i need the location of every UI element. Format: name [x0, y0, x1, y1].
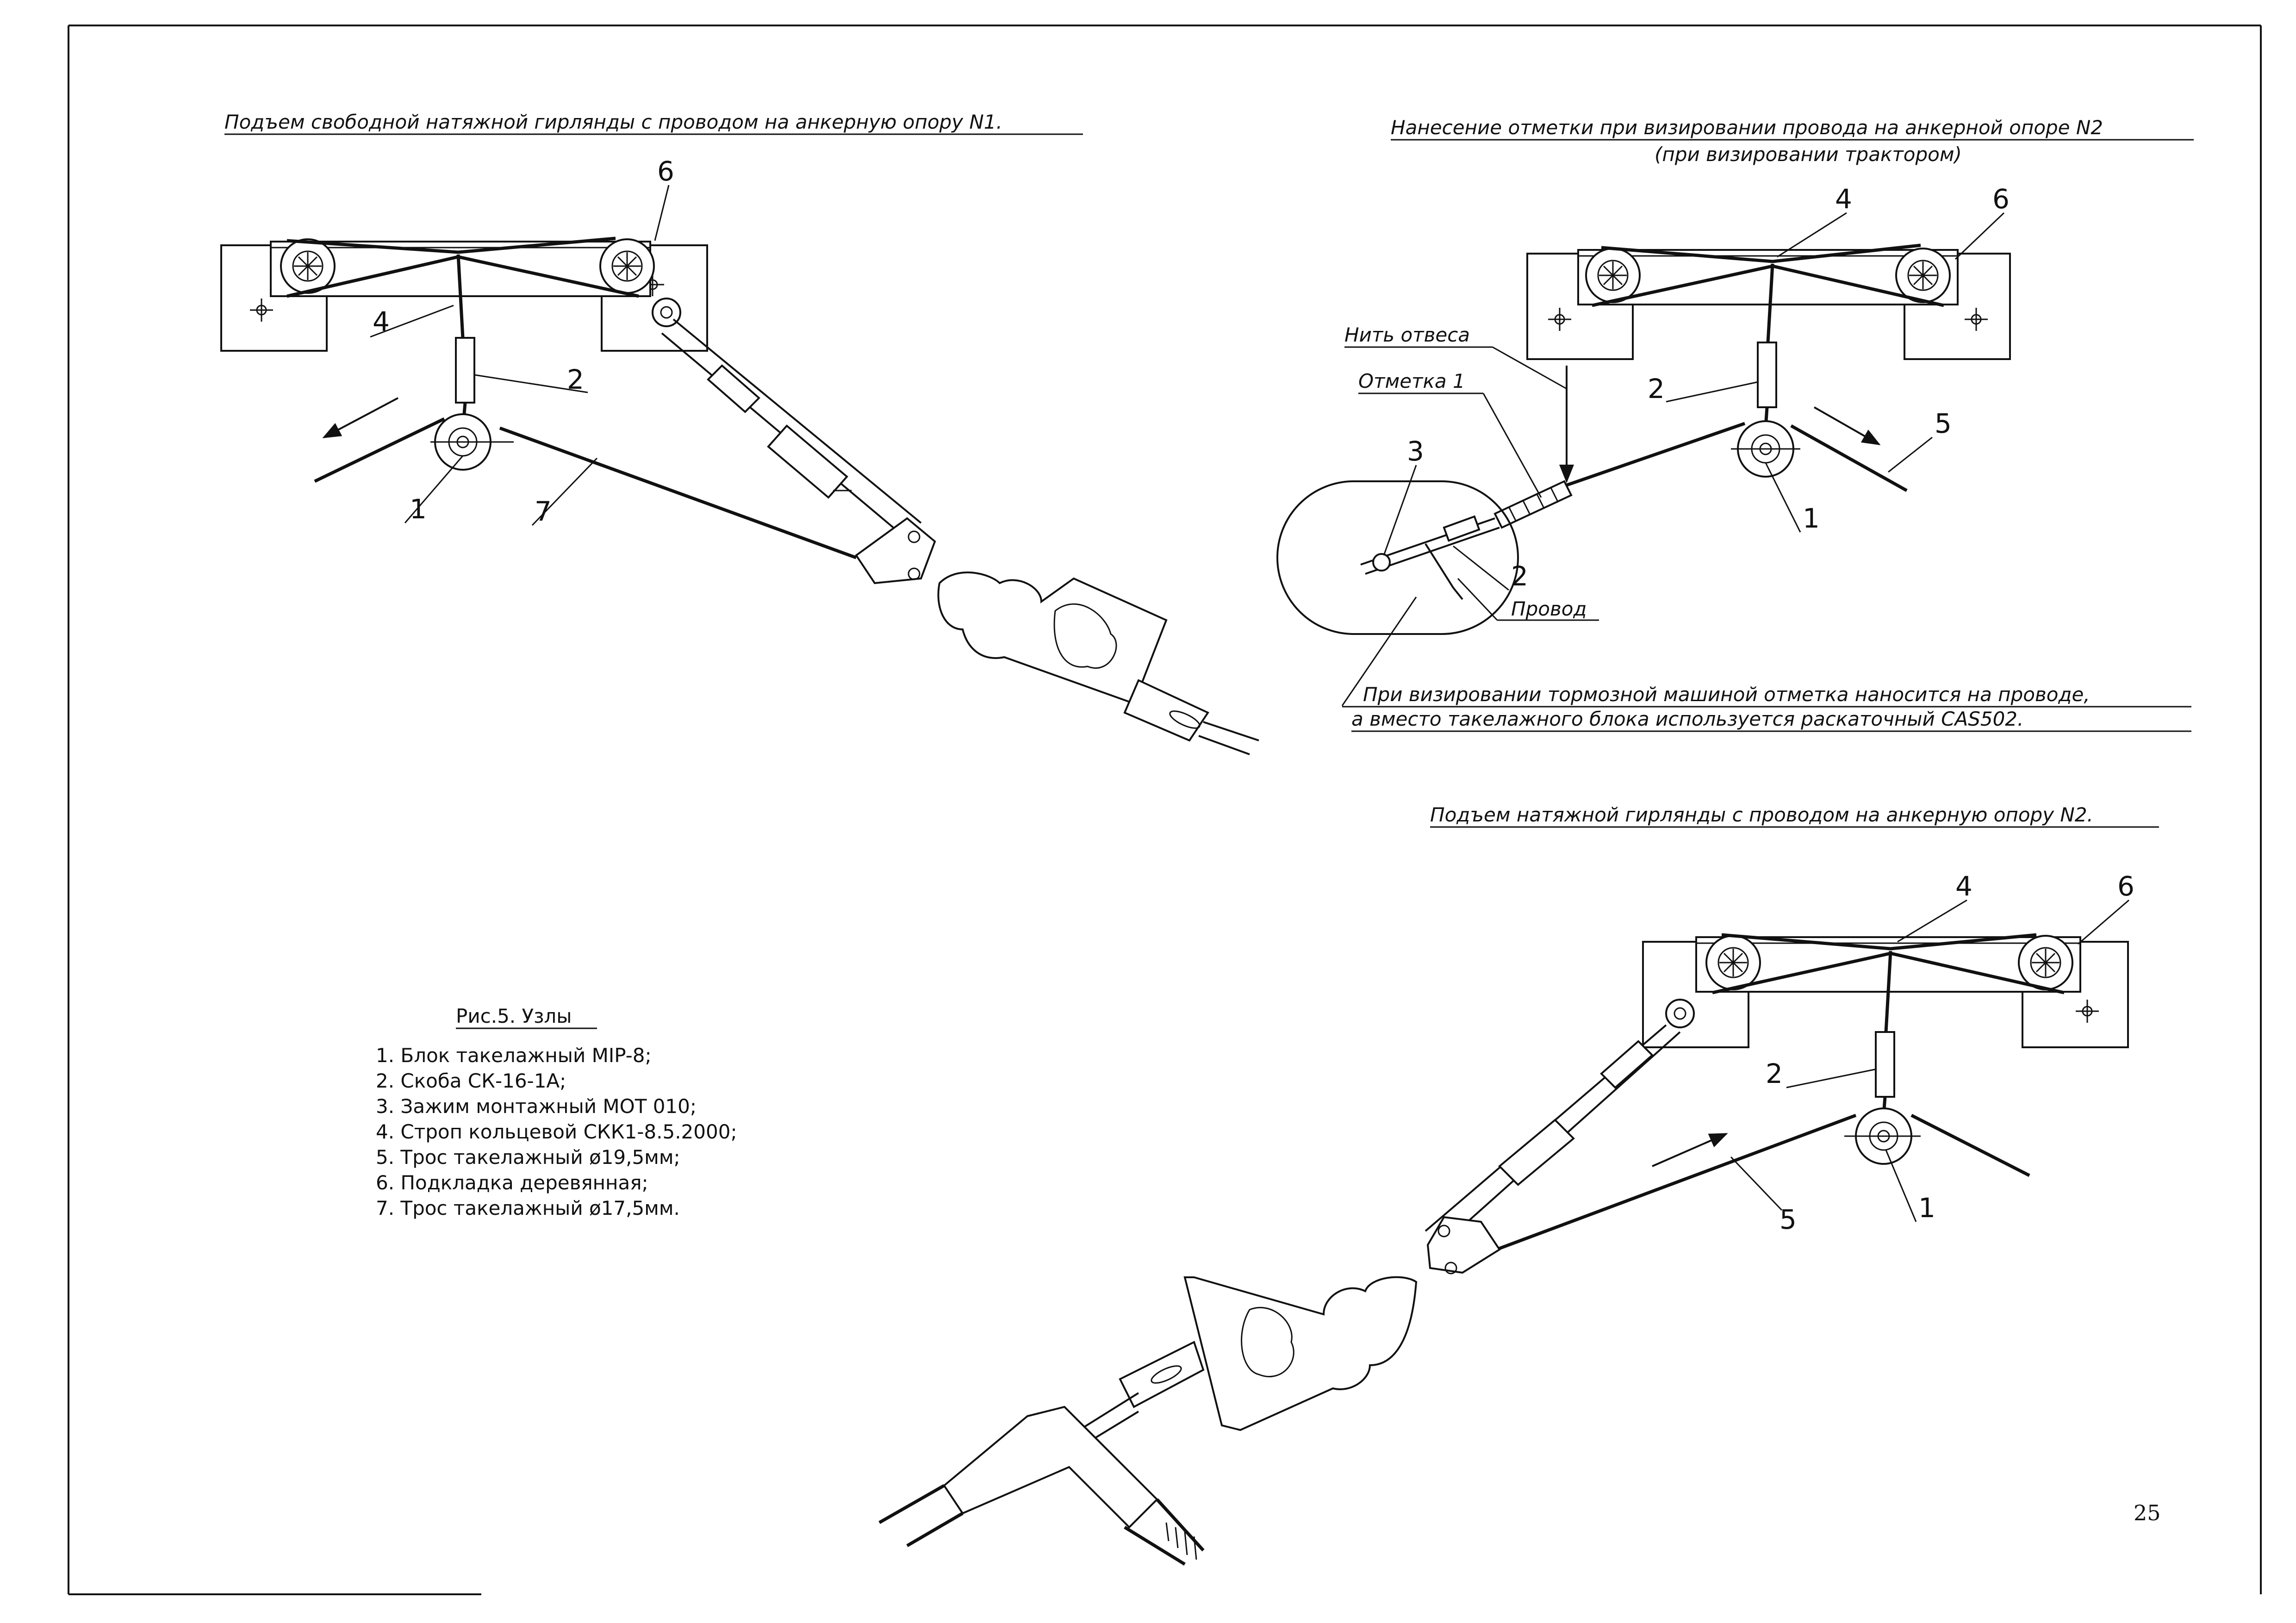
fig3-shackle — [1875, 1031, 1895, 1098]
fig3-insulator-clamp — [1183, 1276, 1418, 1431]
fig2-callout-1: 1 — [1803, 503, 1820, 534]
fig3-crosshair-marks — [2076, 1000, 2099, 1023]
figure-2: Нанесение отметки при визировании провод… — [1276, 116, 2194, 732]
fig2-title-line1: Нанесение отметки при визировании провод… — [1391, 116, 2103, 139]
fig2-shackle — [1757, 342, 1777, 408]
fig3-callout-5: 5 — [1780, 1204, 1797, 1235]
fig2-detail-capsule — [1276, 480, 1519, 635]
fig1-beam-pulleys — [280, 238, 655, 294]
fig2-callout-2b: 2 — [1511, 560, 1528, 592]
fig2-rope — [1563, 422, 1908, 492]
fig2-callout-4: 4 — [1835, 183, 1852, 215]
fig2-note-line1: При визировании тормозной машиной отметк… — [1363, 683, 2090, 706]
legend-item-1: 1. Блок такелажный MIP-8; — [376, 1044, 652, 1067]
fig2-clamp — [1443, 515, 1481, 542]
fig2-label-plumb: Нить отвеса — [1344, 323, 1470, 346]
fig1-shackle — [455, 337, 475, 404]
fig2-label-mark: Отметка 1 — [1358, 370, 1465, 392]
fig1-rope — [314, 417, 857, 560]
fig2-direction-arrow — [1814, 406, 1881, 445]
legend-item-6: 6. Подкладка деревянная; — [376, 1171, 648, 1194]
fig3-callout-4: 4 — [1955, 871, 1972, 902]
fig1-direction-arrow — [322, 397, 398, 438]
fig3-callout-6: 6 — [2117, 871, 2134, 902]
fig1-callout-1: 1 — [410, 493, 427, 525]
fig2-callout-3: 3 — [1407, 435, 1424, 467]
fig3-beam-pulleys — [1705, 935, 2073, 990]
fig1-title: Подъем свободной натяжной гирлянды с про… — [224, 111, 1002, 133]
legend-item-2: 2. Скоба СК-16-1А; — [376, 1070, 566, 1092]
fig2-mesh-stocking — [1493, 480, 1573, 529]
fig2-crosshair-marks — [1548, 308, 1988, 331]
fig3-title: Подъем натяжной гирлянды с проводом на а… — [1430, 803, 2093, 826]
fig3-yoke-plate — [1426, 1216, 1501, 1274]
fig3-callout-1: 1 — [1918, 1192, 1935, 1224]
legend: Рис.5. Узлы 1. Блок такелажный MIP-8; 2.… — [376, 1005, 737, 1219]
fig1-insulator-clamp — [937, 572, 1168, 705]
legend-item-4: 4. Строп кольцевой СКК1-8.5.2000; — [376, 1120, 737, 1143]
fig1-yoke-plate — [855, 517, 936, 585]
fig3-callout-2: 2 — [1766, 1058, 1783, 1089]
figure-1: Подъем свободной натяжной гирлянды с про… — [220, 111, 1259, 755]
figure-3: Подъем натяжной гирлянды с проводом на а… — [878, 803, 2159, 1566]
fig2-callout-2: 2 — [1648, 373, 1665, 404]
legend-title: Рис.5. Узлы — [456, 1005, 572, 1027]
fig2-callout-6: 6 — [1992, 183, 2010, 215]
fig3-direction-arrow — [1652, 1133, 1728, 1167]
page-number: 25 — [2134, 1500, 2161, 1525]
fig2-label-wire: Провод — [1511, 597, 1587, 620]
fig1-callout-6: 6 — [657, 155, 674, 187]
fig1-callout-7: 7 — [535, 496, 552, 527]
fig2-beam-pulleys — [1585, 248, 1951, 303]
fig2-note-line2: а вместо такелажного блока используется … — [1351, 708, 2023, 730]
legend-item-3: 3. Зажим монтажный MOT 010; — [376, 1095, 697, 1118]
fig1-crosshair-marks — [250, 273, 664, 322]
legend-item-7: 7. Трос такелажный ø17,5мм. — [376, 1197, 680, 1219]
fig2-callout-5: 5 — [1935, 408, 1952, 439]
legend-item-5: 5. Трос такелажный ø19,5мм; — [376, 1146, 680, 1169]
fig2-title-line2: (при визировании трактором) — [1655, 143, 1962, 166]
fig3-tension-clamp — [943, 1405, 1158, 1529]
fig3-rope — [1489, 1113, 2030, 1254]
